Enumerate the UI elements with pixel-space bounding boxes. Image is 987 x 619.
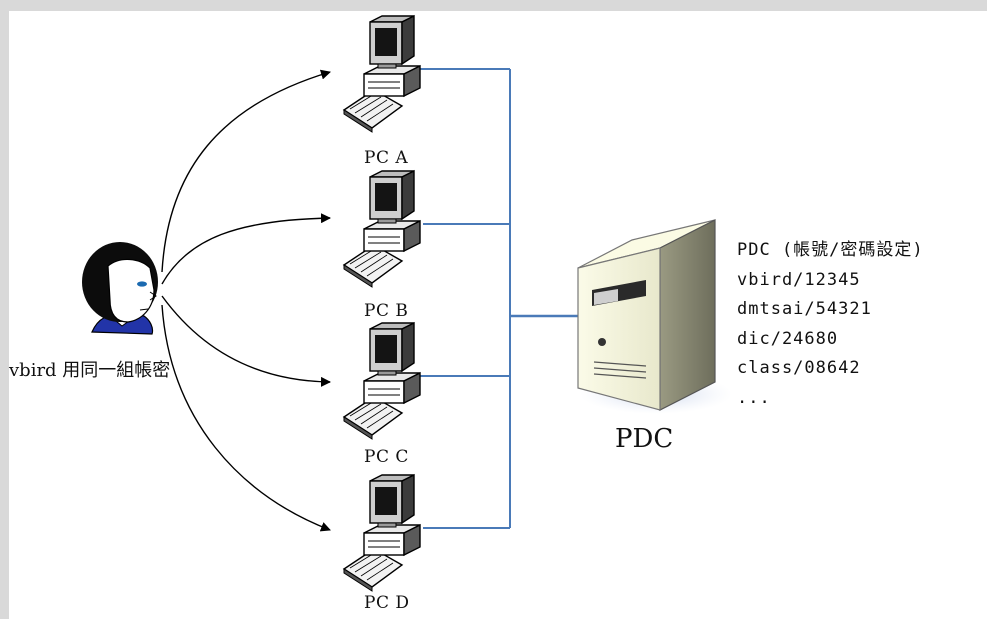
- pc-a-label: PC A: [364, 148, 409, 168]
- account-list-title: PDC (帳號/密碼設定): [737, 240, 924, 260]
- pc-a-icon[interactable]: [343, 15, 421, 133]
- diagram-canvas: vbird 用同一組帳密 PC A PC B PC C PC D PDC PDC…: [9, 11, 987, 619]
- account-entry: vbird/12345: [737, 269, 861, 290]
- server-label: PDC: [615, 424, 674, 454]
- network-bus: [399, 68, 511, 529]
- pc-b-icon[interactable]: [343, 170, 421, 288]
- arrow-to-pc-a: [161, 69, 331, 273]
- user-label: vbird 用同一組帳密: [9, 360, 171, 381]
- pc-d-label: PC D: [364, 593, 410, 613]
- account-entry: class/08642: [737, 358, 861, 378]
- pc-b-label: PC B: [364, 301, 409, 321]
- pc-d-icon[interactable]: [343, 474, 421, 592]
- account-list: PDC (帳號/密碼設定) vbird/12345 dmtsai/54321 d…: [737, 236, 924, 413]
- account-entry: dic/24680: [737, 328, 839, 349]
- pc-c-icon[interactable]: [343, 322, 421, 440]
- login-arrows: [161, 69, 331, 532]
- arrow-to-pc-b: [161, 213, 331, 285]
- pc-c-label: PC C: [364, 447, 409, 467]
- server-tower-icon[interactable]: [577, 219, 732, 414]
- account-entry: dmtsai/54321: [737, 299, 872, 319]
- network-diagram: [82, 15, 732, 592]
- user-avatar-icon: [82, 242, 158, 335]
- arrow-to-pc-d: [161, 304, 331, 532]
- arrow-to-pc-c: [161, 295, 331, 387]
- account-entry-ellipsis: ...: [737, 387, 771, 408]
